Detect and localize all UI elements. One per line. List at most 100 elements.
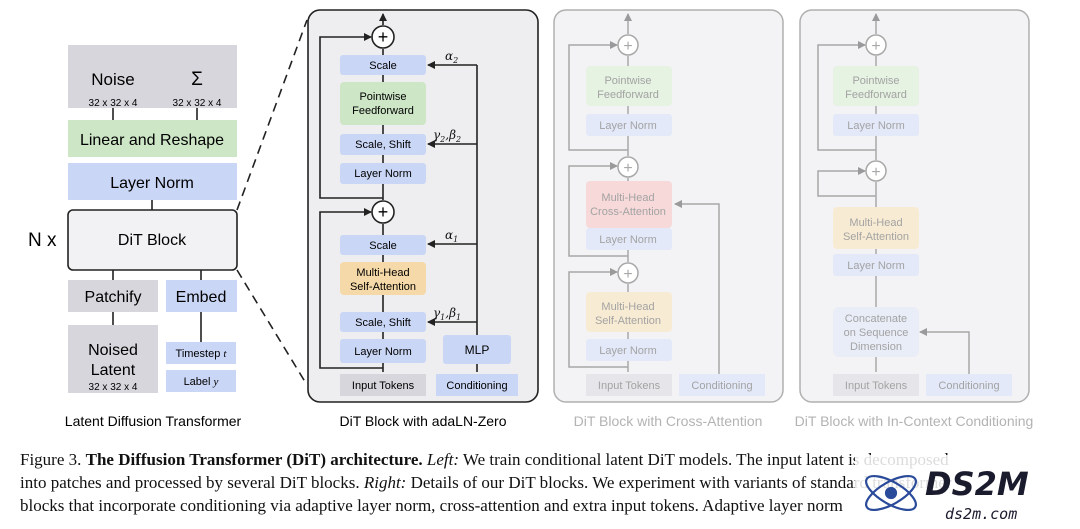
cross-ca-box bbox=[586, 181, 672, 228]
self-attention-box bbox=[340, 262, 426, 295]
watermark-brand: DS2M bbox=[925, 465, 1029, 503]
layer-norm-box bbox=[68, 163, 237, 200]
embed-box bbox=[166, 280, 237, 312]
residual-add-bottom-icon bbox=[371, 200, 395, 224]
input-tokens-box bbox=[340, 374, 426, 396]
scale-top-label: Scale bbox=[369, 60, 397, 72]
incontext-ln-1-label: Layer Norm bbox=[847, 120, 904, 132]
cross-conditioning-label: Conditioning bbox=[691, 380, 752, 392]
incontext-add-1-symbol: + bbox=[871, 38, 880, 55]
scale-shift-bottom-label: Scale, Shift bbox=[355, 317, 411, 329]
pointwise-ff-box bbox=[340, 82, 426, 125]
noised-latent-dims: 32 x 32 x 4 bbox=[89, 382, 138, 393]
pointwise-ff-line1: Pointwise bbox=[359, 91, 406, 103]
cross-panel-title: DiT Block with Cross-Attention bbox=[574, 413, 763, 429]
cross-ln-1-box bbox=[586, 114, 672, 136]
incontext-panel: + + Pointwise Feedforward Layer Norm Mul… bbox=[795, 9, 1034, 429]
scale-bottom-box bbox=[340, 235, 426, 255]
timestep-box bbox=[166, 342, 236, 364]
cross-ff-box bbox=[586, 66, 672, 106]
noise-dims: 32 x 32 x 4 bbox=[89, 98, 138, 109]
incontext-sa-line1: Multi-Head bbox=[849, 217, 902, 229]
incontext-sa-line2: Self-Attention bbox=[843, 231, 909, 243]
caption-line1-text: We train conditional latent DiT models. … bbox=[458, 450, 949, 469]
n-repeat-label: N x bbox=[28, 230, 57, 251]
scale-bottom-label: Scale bbox=[369, 240, 397, 252]
incontext-ff-box bbox=[833, 66, 919, 106]
alpha2-label: α2 bbox=[445, 49, 458, 65]
layer-norm-top-label: Layer Norm bbox=[354, 168, 411, 180]
cross-add-2-icon bbox=[617, 156, 639, 178]
residual-add-top-symbol: + bbox=[378, 27, 389, 47]
scale-shift-bottom-box bbox=[340, 312, 426, 332]
left-panel-title: Latent Diffusion Transformer bbox=[65, 413, 242, 429]
layer-norm-bottom-box bbox=[340, 339, 426, 363]
cross-add-1-icon bbox=[617, 34, 639, 56]
incontext-ff-line2: Feedforward bbox=[845, 89, 907, 101]
architecture-figure: Noise 32 x 32 x 4 Σ 32 x 32 x 4 Linear a… bbox=[28, 9, 1034, 429]
cross-attention-panel: + + + Pointwise Feedforward Layer Norm M… bbox=[553, 9, 784, 429]
cross-add-3-symbol: + bbox=[623, 266, 632, 283]
incontext-ln-2-box bbox=[833, 254, 919, 276]
pointwise-ff-line2: Feedforward bbox=[352, 105, 414, 117]
cross-input-tokens-label: Input Tokens bbox=[598, 380, 661, 392]
dit-block-label: DiT Block bbox=[118, 232, 187, 249]
gamma2-beta2-label: γ2,β2 bbox=[433, 128, 461, 144]
sigma-dims: 32 x 32 x 4 bbox=[173, 98, 222, 109]
caption-line-3: blocks that incorporate conditioning via… bbox=[20, 494, 1060, 517]
noise-label: Noise bbox=[91, 70, 134, 89]
cross-conditioning-box bbox=[679, 374, 765, 396]
cross-ln-3-box bbox=[586, 339, 672, 361]
residual-add-bottom-symbol: + bbox=[378, 202, 389, 222]
incontext-sa-box bbox=[833, 207, 919, 249]
label-y-label: Label y bbox=[184, 376, 219, 388]
mlp-label: MLP bbox=[465, 343, 490, 357]
incontext-concat-box bbox=[833, 307, 919, 357]
layer-norm-label: Layer Norm bbox=[110, 175, 194, 192]
self-attention-line1: Multi-Head bbox=[356, 267, 409, 279]
cross-ff-line2: Feedforward bbox=[597, 89, 659, 101]
cross-sa-line1: Multi-Head bbox=[601, 301, 654, 313]
layer-norm-bottom-label: Layer Norm bbox=[354, 346, 411, 358]
zoom-lines bbox=[236, 19, 308, 386]
incontext-input-tokens-box bbox=[833, 374, 919, 396]
incontext-input-tokens-label: Input Tokens bbox=[845, 380, 908, 392]
incontext-panel-title: DiT Block with In-Context Conditioning bbox=[795, 413, 1034, 429]
scale-top-box bbox=[340, 55, 426, 75]
caption-right-label: Right: bbox=[363, 473, 407, 492]
cross-sa-box bbox=[586, 292, 672, 332]
gamma1-beta1-label: γ1,β1 bbox=[433, 306, 461, 322]
atom-logo-icon bbox=[865, 474, 917, 512]
patchify-box bbox=[68, 280, 158, 312]
cross-input-tokens-box bbox=[586, 374, 672, 396]
conditioning-label: Conditioning bbox=[446, 380, 507, 392]
dit-block-box bbox=[67, 209, 238, 271]
alpha1-label: α1 bbox=[445, 228, 458, 244]
cross-ln-2-label: Layer Norm bbox=[599, 234, 656, 246]
caption-left-label: Left: bbox=[426, 450, 459, 469]
sigma-box bbox=[158, 45, 237, 108]
input-tokens-label: Input Tokens bbox=[352, 380, 415, 392]
incontext-ln-1-box bbox=[833, 114, 919, 136]
incontext-add-2-symbol: + bbox=[871, 164, 880, 181]
scale-shift-top-box bbox=[340, 134, 426, 155]
incontext-concat-line1: Concatenate bbox=[845, 313, 907, 325]
caption-line-1: Figure 3. The Diffusion Transformer (DiT… bbox=[20, 448, 1060, 471]
watermark-site: ds2m.com bbox=[945, 505, 1017, 523]
caption-line-2: into patches and processed by several Di… bbox=[20, 471, 1060, 494]
cross-sa-line2: Self-Attention bbox=[595, 315, 661, 327]
scale-shift-top-label: Scale, Shift bbox=[355, 139, 411, 151]
mlp-box bbox=[443, 335, 511, 364]
linear-reshape-label: Linear and Reshape bbox=[80, 132, 224, 149]
incontext-concat-line3: Dimension bbox=[850, 341, 902, 353]
caption-line2-b: Details of our DiT blocks. We experiment… bbox=[406, 473, 952, 492]
caption-line3-text: blocks that incorporate conditioning via… bbox=[20, 496, 843, 515]
noise-box bbox=[68, 45, 158, 108]
incontext-add-2-icon bbox=[865, 160, 887, 182]
incontext-concat-line2: on Sequence bbox=[844, 327, 909, 339]
noised-latent-line2: Latent bbox=[91, 362, 136, 379]
cross-ln-3-label: Layer Norm bbox=[599, 345, 656, 357]
ds2m-watermark: DS2M ds2m.com bbox=[855, 455, 1080, 529]
label-box bbox=[166, 370, 236, 392]
cross-ca-line1: Multi-Head bbox=[601, 192, 654, 204]
